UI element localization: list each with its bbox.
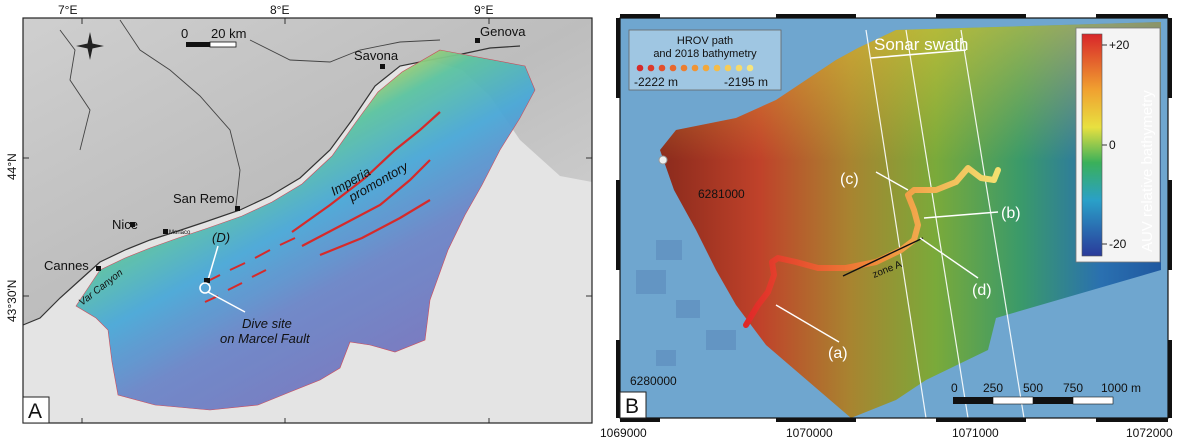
label-d: (D) [212,230,230,245]
legend-title-2: and 2018 bathymetry [653,48,757,60]
place-nice: Nice [112,217,138,232]
label-marcel-fault: on Marcel Fault [220,331,311,346]
place-san-remo: San Remo [173,191,234,206]
background-pixels [636,240,736,366]
marker-blob [658,155,668,165]
annotation-b: (b) [1001,205,1021,222]
border-line-3 [59,29,91,151]
scale-b-250: 250 [983,381,1003,395]
x-tick-1070000: 1070000 [786,426,833,440]
panel-a-svg: 7°E 8°E 9°E 44°N 43°30'N 0 20 km Genova … [5,3,593,424]
city-markers [96,38,480,271]
y-tick-6281000: 6281000 [698,187,745,201]
hrov-legend: HROV path and 2018 bathymetry -2222 m -2… [628,29,782,91]
place-cannes: Cannes [44,258,89,273]
place-genova: Genova [480,24,526,39]
panel-a-map: 7°E 8°E 9°E 44°N 43°30'N 0 20 km Genova … [0,0,596,443]
border-line-2 [249,39,441,63]
panel-b-map: Sonar swath zone A (c) (b) (d) (a) HROV … [596,0,1186,443]
place-savona: Savona [354,48,399,63]
graticule-ticks [23,18,592,423]
place-monaco: Monaco [169,230,191,236]
north-arrow-icon [76,32,104,60]
sonar-swath-arrow [870,49,967,59]
scale-start: 0 [181,26,188,41]
colorbar-tick-minus20: -20 [1109,237,1127,251]
border-line [119,19,241,207]
lat-tick-4330: 43°30'N [5,280,19,322]
x-tick-1072000: 1072000 [1126,426,1173,440]
sonar-swath-label: Sonar swath [874,35,969,54]
scale-b-0: 0 [951,381,958,395]
panel-a-label-box [22,396,50,424]
annotation-d: (d) [972,282,992,299]
lon-tick-9: 9°E [474,3,493,17]
annotation-a: (a) [828,345,848,362]
panel-b-label-box [619,391,647,419]
colorbar-tick-0: 0 [1109,138,1116,152]
colorbar-title: AUV relative bathymetry [1139,90,1156,252]
zone-a-arrow [842,237,924,277]
bathymetry-coverage [75,49,536,411]
scale-bar: 0 20 km [181,26,246,48]
colorbar-tick-plus20: +20 [1109,38,1130,52]
y-tick-6280000: 6280000 [630,374,677,388]
land-area [23,18,592,325]
scale-b-500: 500 [1023,381,1043,395]
x-tick-1071000: 1071000 [952,426,999,440]
sonar-swath-lines [865,29,1025,419]
auv-bathymetry-highlight [660,22,1161,418]
annotation-leaders [775,171,999,343]
legend-min: -2222 m [634,75,678,89]
dive-site-marker [199,282,211,294]
lat-tick-44: 44°N [5,153,19,180]
frame-checker [616,14,1172,422]
scale-bar-b: 0 250 500 750 1000 m [951,381,1141,405]
scale-b-750: 750 [1063,381,1083,395]
legend-dots [636,64,754,72]
d-marker [204,278,210,283]
x-tick-1069000: 1069000 [600,426,647,440]
lon-tick-7: 7°E [58,3,77,17]
panel-a-label: A [28,400,42,423]
legend-max: -2195 m [724,75,768,89]
scale-end: 20 km [211,26,246,41]
panel-b-svg: Sonar swath zone A (c) (b) (d) (a) HROV … [600,14,1173,440]
lon-tick-8: 8°E [270,3,289,17]
map-frame [22,17,593,424]
scale-b-1000: 1000 m [1101,381,1141,395]
d-leader-line [207,245,219,281]
label-dive-site: Dive site [242,316,292,331]
dive-leader-line [207,291,246,313]
colorbar: +20 0 -20 AUV relative bathymetry [1075,27,1161,263]
fault-lines [204,111,441,303]
panel-b-label: B [625,395,639,418]
annotation-c: (c) [840,171,859,188]
legend-title-1: HROV path [677,35,733,47]
